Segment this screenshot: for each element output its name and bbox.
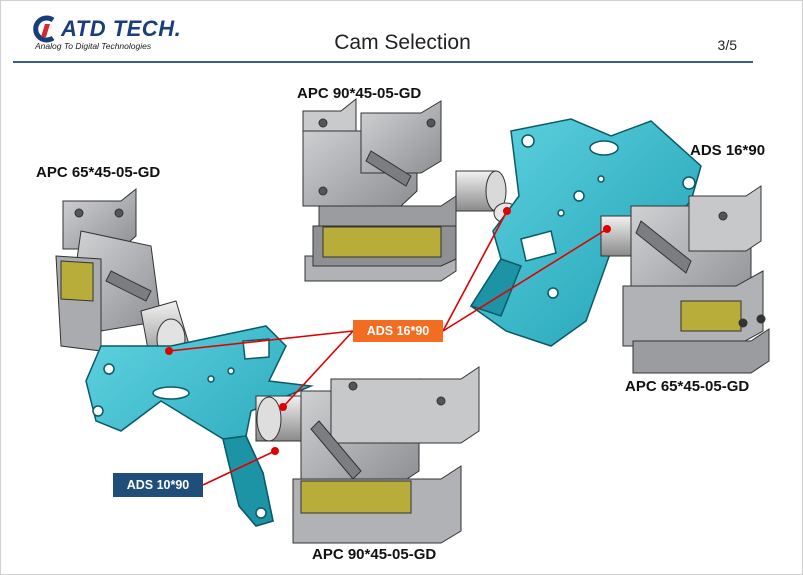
cam-unit-bottom-center bbox=[255, 366, 480, 544]
atd-logo-icon bbox=[33, 15, 55, 43]
slide-title: Cam Selection bbox=[334, 31, 471, 54]
cam-unit-right bbox=[600, 185, 770, 374]
label-apc-65-left: APC 65*45-05-GD bbox=[36, 164, 161, 181]
page-number: 3/5 bbox=[717, 37, 737, 53]
callout-ads-10: ADS 10*90 bbox=[113, 473, 203, 497]
company-logo: ATD TECH. Analog To Digital Technologies bbox=[31, 13, 181, 55]
header-divider bbox=[13, 61, 753, 63]
label-apc-65-right: APC 65*45-05-GD bbox=[625, 378, 750, 395]
callout-ads-16: ADS 16*90 bbox=[353, 320, 443, 342]
bracket-bottom-left bbox=[85, 325, 314, 527]
callout-leader-lines bbox=[168, 210, 608, 486]
label-ads-16-top-right: ADS 16*90 bbox=[690, 142, 766, 159]
cam-unit-left bbox=[55, 187, 192, 367]
logo-wordmark: ATD TECH. bbox=[61, 16, 182, 41]
logo-tagline: Analog To Digital Technologies bbox=[35, 41, 152, 51]
callout-anchor-dots bbox=[165, 207, 611, 455]
label-apc-90-top: APC 90*45-05-GD bbox=[297, 85, 422, 102]
cam-unit-top-center bbox=[302, 97, 519, 282]
bracket-top-right bbox=[469, 118, 702, 347]
label-apc-90-bottom: APC 90*45-05-GD bbox=[312, 546, 437, 563]
